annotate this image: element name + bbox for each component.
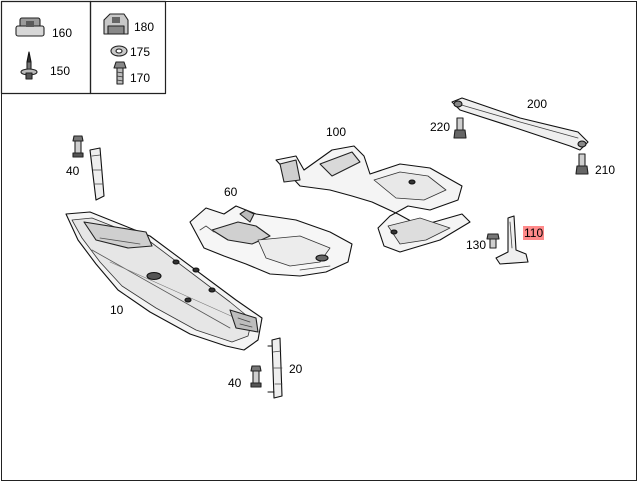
part-220-bolt bbox=[453, 117, 467, 139]
push-rivet-icon bbox=[20, 51, 38, 80]
legend-label-170: 170 bbox=[130, 71, 151, 85]
callout-130: 130 bbox=[466, 238, 487, 252]
part-10-front-underbody-panel bbox=[65, 211, 263, 351]
u-nut-icon bbox=[103, 13, 129, 35]
bolt-icon bbox=[113, 61, 127, 85]
part-110-bracket bbox=[495, 215, 529, 265]
callout-40-top: 40 bbox=[66, 164, 80, 178]
legend-label-180: 180 bbox=[134, 20, 155, 34]
part-130-bolt bbox=[486, 233, 500, 249]
callout-110: 110 bbox=[523, 226, 545, 240]
callout-210: 210 bbox=[595, 163, 616, 177]
part-100-rear-underbody-panel bbox=[275, 145, 471, 253]
part-40-bolt-top bbox=[72, 135, 84, 158]
callout-60: 60 bbox=[224, 185, 238, 199]
washer-icon bbox=[110, 45, 128, 57]
callout-10: 10 bbox=[110, 303, 124, 317]
part-200-cross-strut bbox=[451, 97, 589, 151]
part-210-bolt bbox=[575, 153, 589, 175]
part-20-bracket-bottom bbox=[267, 337, 283, 399]
legend-box-left bbox=[0, 0, 92, 95]
callout-100: 100 bbox=[326, 125, 347, 139]
part-40-bolt-bottom bbox=[250, 365, 262, 388]
callout-200: 200 bbox=[527, 97, 548, 111]
callout-220: 220 bbox=[430, 120, 451, 134]
legend-label-175: 175 bbox=[130, 45, 151, 59]
legend-label-160: 160 bbox=[52, 26, 73, 40]
part-60-middle-underbody-panel bbox=[189, 205, 353, 277]
callout-20: 20 bbox=[289, 362, 303, 376]
callout-40-bottom: 40 bbox=[228, 376, 242, 390]
clip-nut-icon bbox=[15, 17, 45, 37]
legend-box-right bbox=[89, 0, 167, 95]
part-20-bracket-top bbox=[89, 147, 105, 201]
legend-label-150: 150 bbox=[50, 64, 71, 78]
